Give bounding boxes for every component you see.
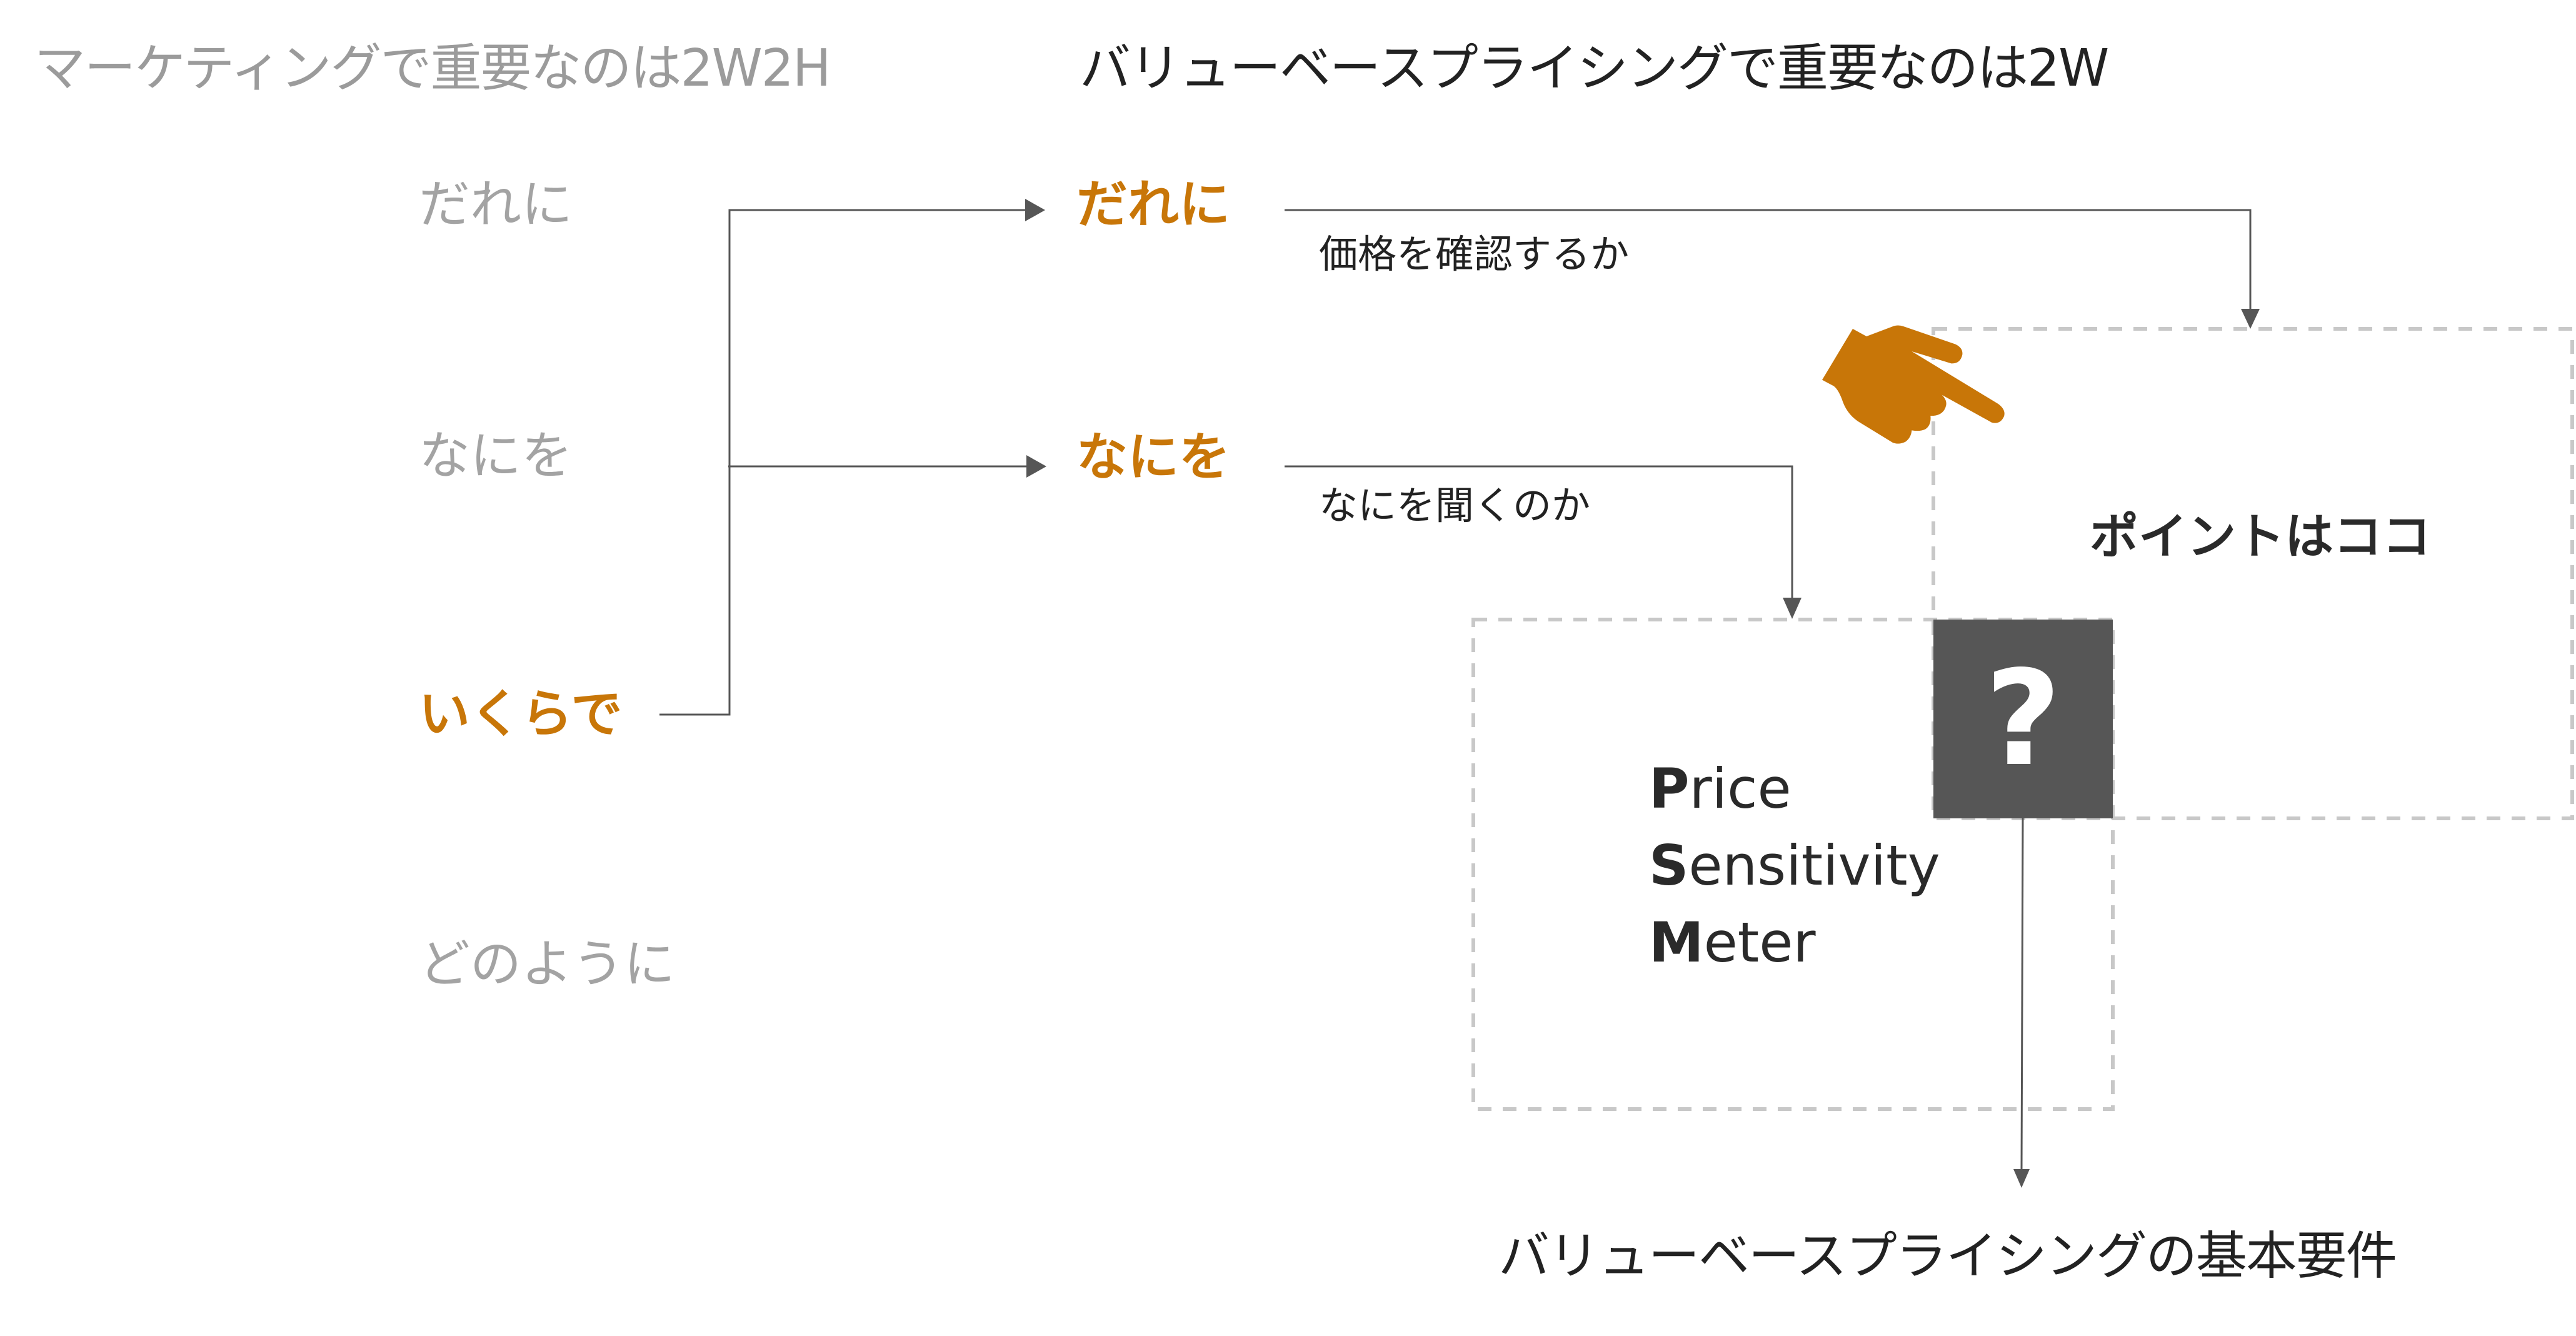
- psm-rest-eter: eter: [1703, 910, 1816, 975]
- value-based-pricing-2w-title: バリューベースプライシングで重要なのは2W: [1080, 39, 2109, 98]
- question-mark-icon: ?: [1985, 642, 2062, 795]
- psm-rest-rice: rice: [1689, 756, 1792, 821]
- psm-line-price: Price: [1649, 761, 1792, 816]
- psm-initial-p: P: [1649, 756, 1690, 821]
- left-item-ikurade: いくらで: [419, 685, 623, 744]
- psm-initial-m: M: [1649, 910, 1704, 975]
- dareni-to-point-connector: [1285, 209, 2252, 313]
- psm-dashed-box: [1471, 618, 2115, 1111]
- result-label: バリューベースプライシングの基本要件: [1498, 1227, 2397, 1286]
- psm-line-sensitivity: Sensitivity: [1649, 838, 1940, 893]
- point-label: ポイントはココ: [2090, 509, 2432, 565]
- pointing-hand-icon: [1822, 325, 2005, 444]
- nanio-to-psm-connector: [1285, 465, 1793, 601]
- arrowhead-psm-box: [1783, 598, 1802, 619]
- left-item-donoyouni: どのように: [419, 935, 676, 994]
- ikurade-connector: [659, 207, 1038, 716]
- nanio-note: なにを聞くのか: [1319, 483, 1591, 528]
- psm-initial-s: S: [1649, 833, 1689, 898]
- point-dashed-box: [1932, 327, 2574, 820]
- dareni-note: 価格を確認するか: [1319, 231, 1630, 277]
- middle-item-dareni: だれに: [1076, 175, 1231, 234]
- psm-rest-ensitivity: ensitivity: [1688, 833, 1940, 898]
- marketing-2w2h-title: マーケティングで重要なのは2W2H: [34, 39, 831, 98]
- arrowhead-nanio: [1026, 455, 1046, 478]
- psm-line-meter: Meter: [1649, 915, 1816, 970]
- arrowhead-point-box: [2241, 309, 2260, 329]
- question-box: ?: [1933, 620, 2113, 818]
- arrowhead-dareni: [1025, 199, 1045, 221]
- question-to-result-connector: [2020, 818, 2024, 1170]
- arrowhead-result: [2013, 1169, 2030, 1188]
- middle-item-nanio: なにを: [1076, 428, 1231, 487]
- left-item-dareni: だれに: [419, 175, 573, 234]
- left-item-nanio: なにを: [419, 426, 573, 486]
